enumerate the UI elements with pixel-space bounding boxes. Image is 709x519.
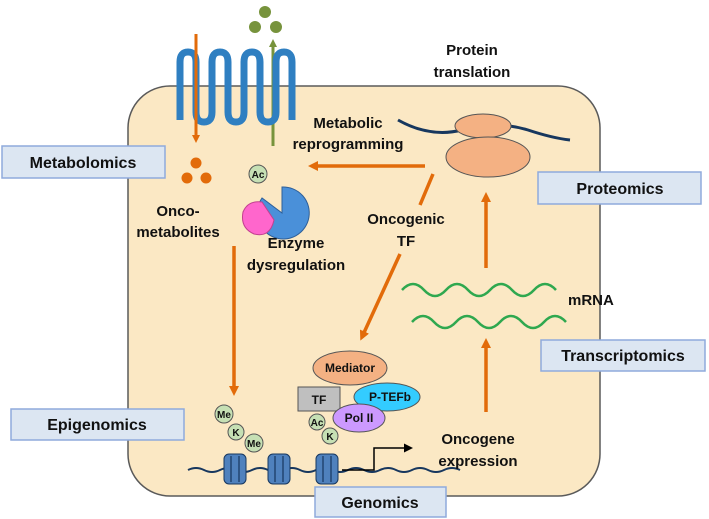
ac-mark: Ac [311,418,324,429]
metabolic-label-1: Metabolic [313,115,382,132]
svg-text:Metabolomics: Metabolomics [30,155,137,172]
ptefb-label: P-TEFb [369,390,411,404]
ribosome-icon [397,113,571,178]
oncogene-expression-label-2: expression [438,453,517,470]
mediator-label: Mediator [325,361,375,375]
dna-strand [187,443,461,485]
epigenomics-tag: Epigenomics [10,408,185,441]
enzyme-icon: Ac [242,164,310,240]
me-mark: Me [247,439,261,450]
metabolomics-tag: Metabolomics [1,145,166,179]
proteomics-tag: Proteomics [537,171,702,205]
green-ligands [249,6,282,33]
protein-translation-label-2: translation [434,64,511,81]
metabolic-label-2: reprogramming [293,136,404,153]
transcriptomics-tag: Transcriptomics [540,339,706,372]
oncogenic-tf-arrow-top [418,173,435,206]
oncogenic-tf-label-1: Oncogenic [367,211,445,228]
transcription-complex: TF Mediator P-TEFb Pol II [297,350,421,433]
svg-text:Transcriptomics: Transcriptomics [561,348,685,365]
enzyme-dysregulation-label-2: dysregulation [247,257,345,274]
oncometabolites-label-1: Onco- [156,203,199,220]
oncometabolite-dots [181,157,212,184]
k-mark: K [326,432,334,443]
nucleosome [223,453,247,485]
mrna-label: mRNA [568,292,614,309]
pol2-label: Pol II [345,411,374,425]
svg-text:Proteomics: Proteomics [576,181,663,198]
transcription-start-arrow [342,443,413,471]
svg-text:Genomics: Genomics [341,495,418,512]
oncogenic-tf-arrow [359,253,402,341]
mrna-icon [401,282,567,330]
oncometabolites-label-2: metabolites [136,224,219,241]
enzyme-dysregulation-label-1: Enzyme [268,235,325,252]
nucleosome [315,453,339,485]
histone-marks: Me K Me Ac K [214,404,339,453]
protein-translation-label-1: Protein [446,42,498,59]
me-mark: Me [217,410,231,421]
k-mark: K [232,428,240,439]
oncogene-expression-label-1: Oncogene [441,431,514,448]
nucleosome [267,453,291,485]
enzyme-ac-mark: Ac [252,170,265,181]
tf-box-label: TF [312,393,327,407]
svg-text:Epigenomics: Epigenomics [47,417,147,434]
oncogenic-tf-label-2: TF [397,233,415,250]
genomics-tag: Genomics [314,486,447,518]
